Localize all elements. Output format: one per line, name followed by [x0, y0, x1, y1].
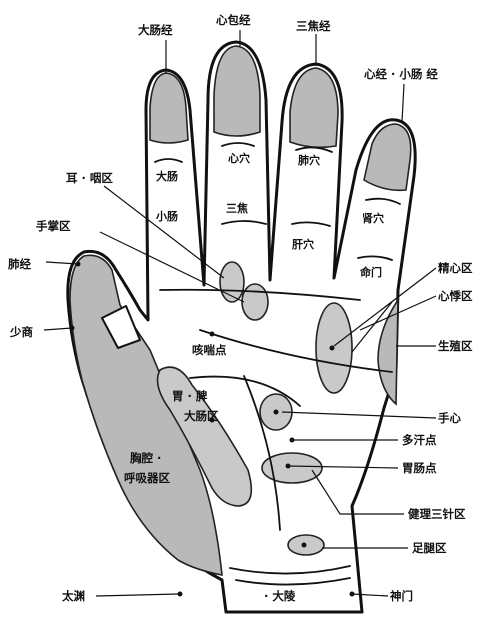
dot-palm-center [273, 409, 279, 415]
wrist-line-2 [235, 577, 351, 586]
index-joint [154, 158, 183, 163]
leader-palm [99, 231, 245, 303]
crease-thumb [243, 375, 281, 531]
label-shaoshang: 少商 [9, 325, 33, 339]
stomach-intestine-oval [261, 452, 323, 484]
stomach-spleen-zone [156, 366, 253, 507]
leader-stomach-intestine [287, 465, 399, 469]
ring-joint [295, 146, 333, 153]
label-heart-small-intestine-meridian: 心经 · 小肠 经 [364, 67, 438, 81]
little-joint [365, 197, 401, 205]
dot-shenmen [349, 591, 355, 597]
index-fingertip [149, 72, 189, 144]
dot-sweat [289, 437, 295, 443]
label-essence-heart: 精心区 [438, 261, 473, 275]
label-heart-point: 心穴 [228, 151, 250, 165]
label-triple-burner-meridian: 三焦经 [296, 19, 331, 33]
leader-taiyuan [95, 593, 179, 597]
thumb-nail [101, 305, 141, 349]
label-palm-zone: 手掌区 [36, 219, 71, 233]
label-shenmen: 神门 [390, 589, 413, 603]
leader-shenmen [351, 593, 389, 597]
leader-lung [45, 261, 79, 265]
label-large-intestine-meridian: 大肠经 [138, 23, 173, 37]
leader-palm-center [281, 411, 437, 419]
crease-top [159, 288, 361, 301]
label-chest-line1: 胸腔 · [130, 451, 161, 465]
label-palpitation: 心悸区 [438, 289, 473, 303]
label-foot-calf: 足腿区 [412, 541, 447, 555]
label-cough-asthma: 咳喘点 [192, 343, 227, 357]
label-si-point: 小肠 [155, 209, 178, 223]
crease-lower [189, 375, 301, 407]
wrist-line-1 [229, 565, 351, 575]
label-li-point: 大肠 [156, 169, 178, 183]
label-chest-line2: 呼吸器区 [124, 471, 170, 485]
label-liver-point: 肝穴 [292, 237, 314, 251]
dot-shaoshang [69, 325, 75, 331]
label-taiyuan: 太渊 [61, 589, 85, 603]
little-lower-joint [357, 255, 393, 261]
label-sweat: 多汗点 [402, 433, 437, 447]
label-reproductive: 生殖区 [438, 339, 473, 353]
leader-palpitation [359, 295, 437, 331]
label-palm-center: 手心 [438, 411, 461, 425]
leader-ear-throat [103, 185, 225, 279]
dot-cough-asthma [209, 331, 215, 337]
dot-taiyuan [177, 591, 183, 597]
label-stomach-intestine: 胃肠点 [402, 461, 437, 475]
label-stomach-spleen: 胃 · 脾 [172, 389, 208, 403]
label-lung-point: 肺穴 [298, 153, 320, 167]
dot-essence-heart [329, 345, 335, 351]
label-kidney-point: 肾穴 [362, 211, 384, 225]
label-lung-meridian: 肺经 [8, 257, 31, 271]
label-large-intestine-zone: 大肠区 [184, 409, 219, 423]
dot-foot-calf [301, 542, 307, 548]
label-ear-throat-zone: 耳 · 咽区 [66, 171, 113, 185]
dot-stomach-intestine [285, 463, 291, 469]
middle-lower-joint [221, 220, 267, 225]
label-life-gate-point: 命门 [359, 265, 382, 279]
palm-small-oval [241, 283, 269, 321]
middle-joint [221, 142, 255, 147]
middle-fingertip [213, 45, 261, 137]
ring-lower-joint [291, 221, 331, 227]
label-spleen-three-needle: 健理三针区 [408, 507, 466, 521]
leader-essence-heart [333, 267, 437, 347]
leader-ht-meridian [401, 83, 405, 123]
label-tb-point: 三焦 [226, 201, 248, 215]
little-fingertip [363, 123, 412, 192]
leader-palpitation-2 [351, 301, 393, 353]
dot-lung [75, 261, 81, 267]
leader-spleen-three [311, 469, 404, 515]
crease-middle [199, 329, 393, 373]
dot-large-intestine-zone [209, 417, 215, 423]
label-daling: · 大陵 [264, 589, 296, 603]
ear-throat-oval [219, 261, 245, 303]
leader-shaoshang [43, 327, 73, 331]
label-pericardium-meridian: 心包经 [216, 13, 251, 27]
